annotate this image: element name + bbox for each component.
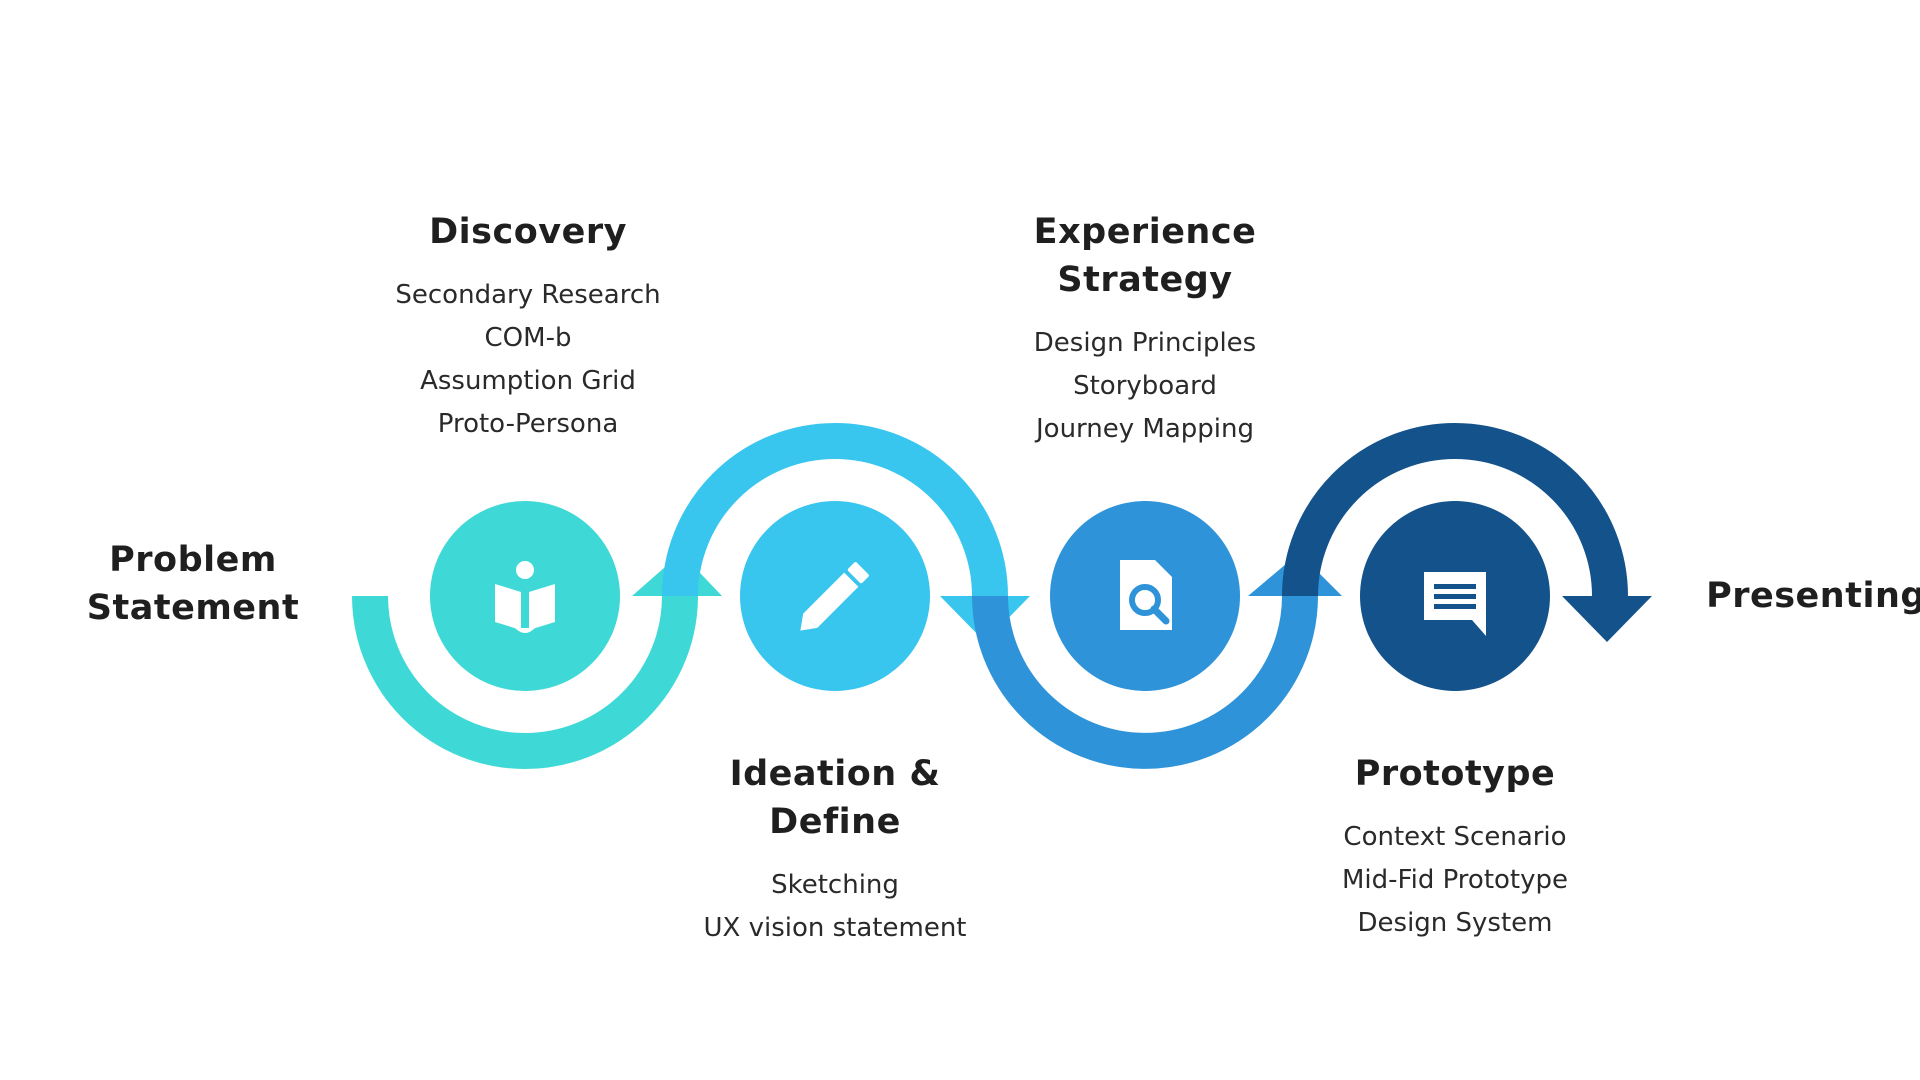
ideation-item: Sketching [771, 870, 899, 900]
discovery-items: Secondary Research COM-b Assumption Grid… [395, 274, 660, 446]
prototype-arrow-down [1562, 596, 1652, 642]
chat-lines-icon [1424, 572, 1486, 636]
discovery-circle [430, 501, 620, 691]
prototype-label: Prototype Context Scenario Mid-Fid Proto… [1342, 750, 1568, 945]
ideation-item: UX vision statement [703, 913, 967, 943]
discovery-item: Assumption Grid [420, 366, 636, 396]
prototype-arc [1282, 423, 1628, 597]
ideation-arc [662, 423, 1008, 597]
prototype-item: Mid-Fid Prototype [1341, 865, 1569, 895]
ideation-title-line2: Define [769, 802, 901, 842]
prototype-item: Context Scenario [1343, 822, 1567, 852]
start-label: Problem Statement [87, 536, 299, 632]
prototype-item: Design System [1357, 908, 1553, 938]
book-reader-icon [495, 561, 555, 633]
discovery-title: Discovery [429, 212, 627, 252]
discovery-item: Proto-Persona [437, 409, 619, 439]
discovery-item: COM-b [484, 323, 572, 353]
pencil-icon [800, 562, 869, 631]
experience-items: Design Principles Storyboard Journey Map… [1034, 322, 1257, 451]
prototype-title: Prototype [1354, 754, 1556, 794]
experience-item: Design Principles [1033, 328, 1257, 358]
prototype-items: Context Scenario Mid-Fid Prototype Desig… [1342, 816, 1568, 945]
end-label: Presenting [1706, 572, 1920, 620]
experience-item: Storyboard [1073, 371, 1217, 401]
start-label-line2: Statement [86, 588, 300, 628]
experience-label: Experience Strategy Design Principles St… [1034, 208, 1257, 451]
experience-arc [972, 595, 1318, 769]
discovery-arc [352, 595, 698, 769]
end-label-text: Presenting [1706, 576, 1920, 616]
discovery-label: Discovery Secondary Research COM-b Assum… [395, 208, 660, 446]
ideation-items: Sketching UX vision statement [704, 864, 967, 950]
ideation-title-line1: Ideation & [729, 754, 941, 794]
discovery-item: Secondary Research [395, 280, 661, 310]
experience-title-line2: Strategy [1057, 260, 1233, 300]
experience-item: Journey Mapping [1036, 414, 1254, 444]
document-search-icon [1120, 560, 1172, 630]
start-label-line1: Problem [109, 540, 277, 580]
ideation-label: Ideation & Define Sketching UX vision st… [704, 750, 967, 950]
experience-title-line1: Experience [1033, 212, 1257, 252]
